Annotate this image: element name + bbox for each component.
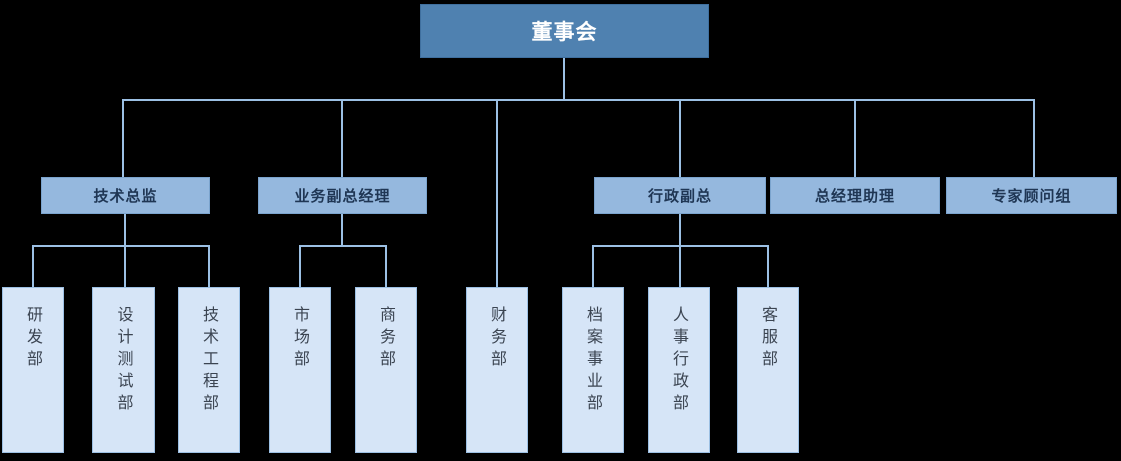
node-label: 技术总监 [93,187,158,205]
connector-tech-director-drop [124,214,126,247]
node-commerce-dept[interactable]: 商务部 [355,287,417,453]
connector-bus-to-finance-dept [496,99,498,287]
connector-to-marketing-dept [299,245,301,287]
connector-bus-to-admin-vp [679,99,681,177]
connector-to-rd-dept [32,245,34,287]
node-board-of-directors[interactable]: 董事会 [420,4,709,58]
node-rd-dept[interactable]: 研发部 [2,287,64,453]
node-label: 业务副总经理 [294,187,391,205]
node-label: 技术工程部 [200,306,219,416]
connector-to-hr-admin-dept [679,245,681,287]
node-label: 财务部 [488,306,507,372]
connector-to-tech-engineering-dept [208,245,210,287]
node-customer-service-dept[interactable]: 客服部 [737,287,799,453]
node-business-vp[interactable]: 业务副总经理 [258,177,427,214]
node-gm-assistant[interactable]: 总经理助理 [770,177,940,214]
connector-root-drop [563,58,565,101]
connector-to-archive-dept [592,245,594,287]
connector-business-vp-drop [341,214,343,247]
connector-to-customer-service-dept [767,245,769,287]
connector-bus-to-business-vp [341,99,343,177]
connector-to-commerce-dept [385,245,387,287]
node-label: 研发部 [24,306,43,372]
node-marketing-dept[interactable]: 市场部 [269,287,331,453]
node-label: 商务部 [377,306,396,372]
node-finance-dept[interactable]: 财务部 [466,287,528,453]
connector-bus-to-gm-assistant [854,99,856,177]
node-admin-vp[interactable]: 行政副总 [594,177,766,214]
node-label: 董事会 [531,20,598,44]
node-label: 人事行政部 [670,306,689,416]
node-label: 档案事业部 [584,306,603,416]
connector-tech-director-bus [32,245,209,247]
node-label: 总经理助理 [814,187,895,205]
connector-bus-to-tech-director [122,99,124,177]
node-label: 行政副总 [647,187,712,205]
node-hr-admin-dept[interactable]: 人事行政部 [648,287,710,453]
node-expert-advisory-group[interactable]: 专家顾问组 [946,177,1117,214]
node-label: 市场部 [291,306,310,372]
node-label: 专家顾问组 [991,187,1072,205]
connector-bus-to-expert-group [1033,99,1035,177]
node-label: 客服部 [759,306,778,372]
connector-admin-vp-drop [679,214,681,247]
node-tech-director[interactable]: 技术总监 [41,177,210,214]
node-archive-business-dept[interactable]: 档案事业部 [562,287,624,453]
node-tech-engineering-dept[interactable]: 技术工程部 [178,287,240,453]
node-design-test-dept[interactable]: 设计测试部 [92,287,155,453]
node-label: 设计测试部 [114,306,134,416]
connector-to-design-test-dept [124,245,126,287]
connector-business-vp-bus [299,245,387,247]
connector-root-bus [122,99,1035,101]
